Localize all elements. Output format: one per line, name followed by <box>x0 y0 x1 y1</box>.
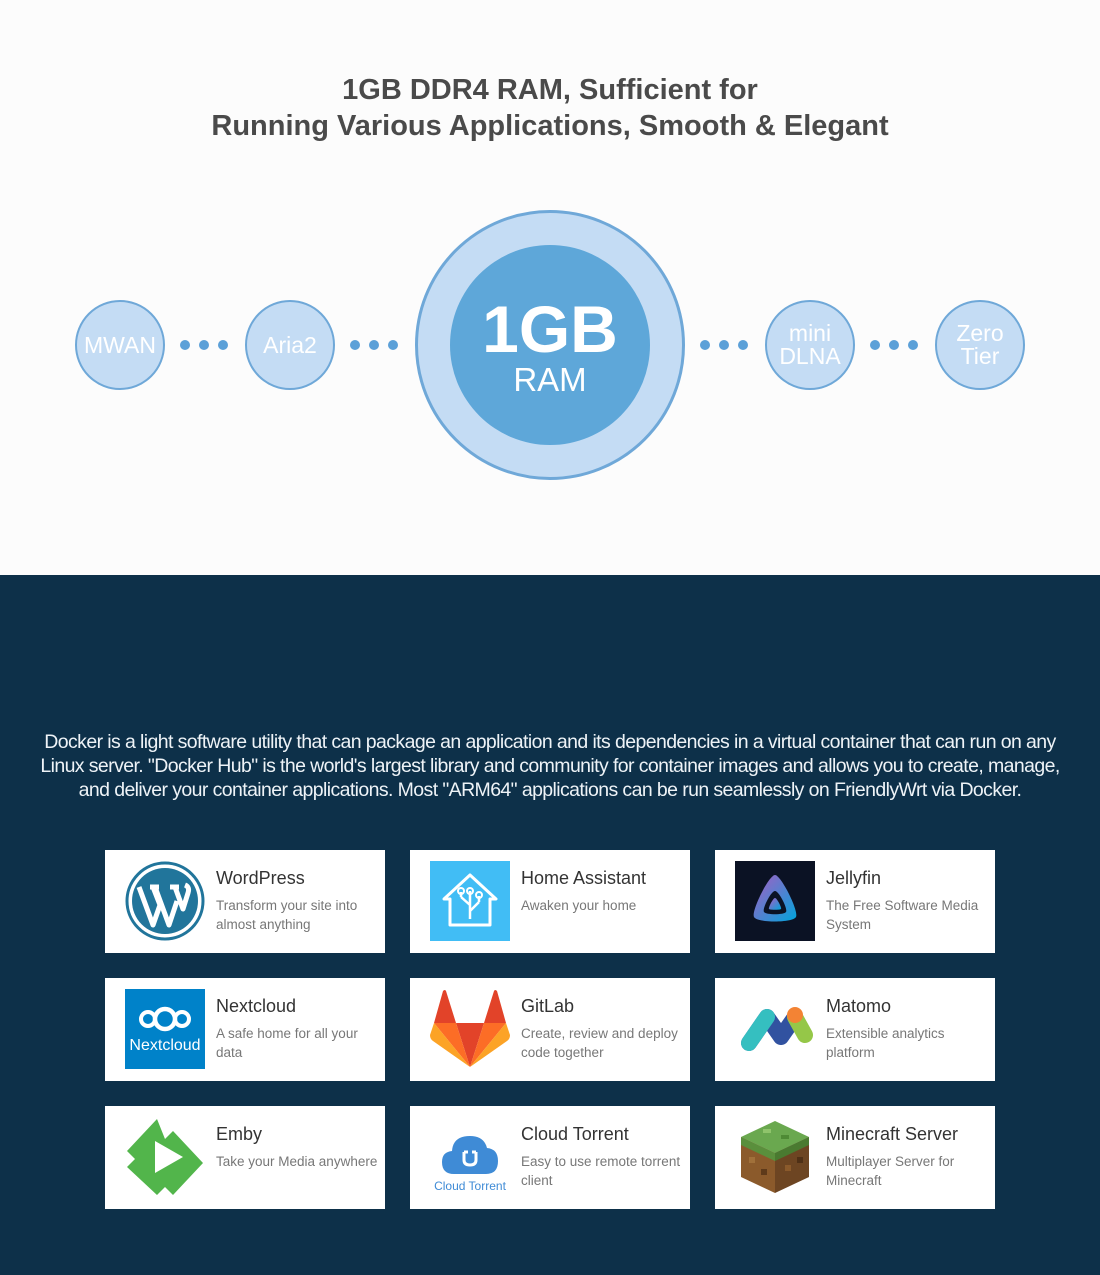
cloud-torrent-wordmark: Cloud Torrent <box>434 1179 506 1193</box>
app-card-text: GitLab Create, review and deploy code to… <box>521 989 691 1062</box>
nextcloud-icon: Nextcloud <box>125 989 205 1069</box>
app-card-gitlab[interactable]: GitLab Create, review and deploy code to… <box>410 978 690 1081</box>
dot <box>218 340 228 350</box>
app-bubble-aria2: Aria2 <box>245 300 335 390</box>
dot <box>388 340 398 350</box>
connector-dots <box>700 340 748 350</box>
app-card-text: Home Assistant Awaken your home <box>521 861 691 915</box>
home-assistant-icon <box>430 861 510 941</box>
connector-dots <box>870 340 918 350</box>
dot <box>738 340 748 350</box>
app-card-nextcloud[interactable]: Nextcloud Nextcloud A safe home for all … <box>105 978 385 1081</box>
app-bubble-label-line1: mini <box>788 320 832 346</box>
gitlab-icon <box>430 989 510 1069</box>
app-card-title: GitLab <box>521 996 575 1016</box>
docker-description: Docker is a light software utility that … <box>40 731 1060 801</box>
app-card-text: WordPress Transform your site into almos… <box>216 861 386 934</box>
app-card-title: Home Assistant <box>521 868 647 888</box>
app-card-home-assistant[interactable]: Home Assistant Awaken your home <box>410 850 690 953</box>
app-card-title: Emby <box>216 1124 263 1144</box>
app-card-wordpress[interactable]: WordPress Transform your site into almos… <box>105 850 385 953</box>
jellyfin-icon <box>735 861 815 941</box>
ram-core-circle: 1GB RAM <box>450 245 650 445</box>
emby-icon <box>125 1117 205 1197</box>
app-card-subtitle: A safe home for all your data <box>216 1026 358 1060</box>
app-bubble-minidlna: mini DLNA <box>765 300 855 390</box>
app-bubble-label: MWAN <box>84 331 156 358</box>
app-card-title: Nextcloud <box>216 996 297 1016</box>
app-card-subtitle: Easy to use remote torrent client <box>521 1154 681 1188</box>
app-card-title: Matomo <box>826 996 892 1016</box>
headline-line-2: Running Various Applications, Smooth & E… <box>211 110 889 142</box>
app-card-title: Cloud Torrent <box>521 1124 629 1144</box>
app-card-subtitle: Awaken your home <box>521 898 637 913</box>
app-card-text: Nextcloud A safe home for all your data <box>216 989 386 1062</box>
app-card-emby[interactable]: Emby Take your Media anywhere <box>105 1106 385 1209</box>
app-bubble-mwan: MWAN <box>75 300 165 390</box>
connector-dots <box>350 340 398 350</box>
matomo-icon <box>735 989 815 1069</box>
dot <box>199 340 209 350</box>
dot <box>889 340 899 350</box>
app-card-subtitle: Transform your site into almost anything <box>216 898 358 932</box>
app-card-subtitle: Create, review and deploy code together <box>521 1026 678 1060</box>
wordpress-icon <box>125 861 205 941</box>
headline: 1GB DDR4 RAM, Sufficient for Running Var… <box>0 72 1100 144</box>
app-bubble-zerotier: Zero Tier <box>935 300 1025 390</box>
app-card-subtitle: Take your Media anywhere <box>216 1154 378 1169</box>
dot <box>870 340 880 350</box>
app-bubble-label-line1: Zero <box>956 320 1004 346</box>
app-card-text: Emby Take your Media anywhere <box>216 1117 386 1171</box>
app-card-jellyfin[interactable]: Jellyfin The Free Software Media System <box>715 850 995 953</box>
dot <box>180 340 190 350</box>
ram-unit: RAM <box>513 361 587 398</box>
app-card-matomo[interactable]: Matomo Extensible analytics platform <box>715 978 995 1081</box>
connector-dots <box>180 340 228 350</box>
app-bubble-label: Aria2 <box>263 331 317 358</box>
minecraft-icon <box>735 1117 815 1197</box>
ram-value: 1GB <box>482 292 618 366</box>
app-card-text: Cloud Torrent Easy to use remote torrent… <box>521 1117 691 1190</box>
app-bubble-label-line2: Tier <box>960 343 1000 369</box>
app-card-subtitle: Extensible analytics platform <box>826 1026 945 1060</box>
ram-section: 1GB DDR4 RAM, Sufficient for Running Var… <box>0 0 1100 575</box>
app-bubble-label-line2: DLNA <box>779 343 841 369</box>
dot <box>908 340 918 350</box>
app-card-cloud-torrent[interactable]: Cloud Torrent Cloud Torrent Easy to use … <box>410 1106 690 1209</box>
app-card-text: Jellyfin The Free Software Media System <box>826 861 996 934</box>
app-card-text: Matomo Extensible analytics platform <box>826 989 996 1062</box>
nextcloud-wordmark: Nextcloud <box>129 1036 201 1054</box>
dot <box>350 340 360 350</box>
dot <box>700 340 710 350</box>
app-card-title: WordPress <box>216 868 305 888</box>
dot <box>719 340 729 350</box>
app-card-text: Minecraft Server Multiplayer Server for … <box>826 1117 996 1190</box>
app-card-subtitle: The Free Software Media System <box>826 898 979 932</box>
cloud-torrent-icon: Cloud Torrent <box>430 1117 510 1197</box>
dot <box>369 340 379 350</box>
headline-line-1: 1GB DDR4 RAM, Sufficient for <box>342 74 758 106</box>
app-card-title: Jellyfin <box>826 868 882 888</box>
app-card-minecraft[interactable]: Minecraft Server Multiplayer Server for … <box>715 1106 995 1209</box>
app-card-subtitle: Multiplayer Server for Minecraft <box>826 1154 955 1188</box>
docker-section: Docker is a light software utility that … <box>0 575 1100 1275</box>
app-card-title: Minecraft Server <box>826 1124 959 1144</box>
